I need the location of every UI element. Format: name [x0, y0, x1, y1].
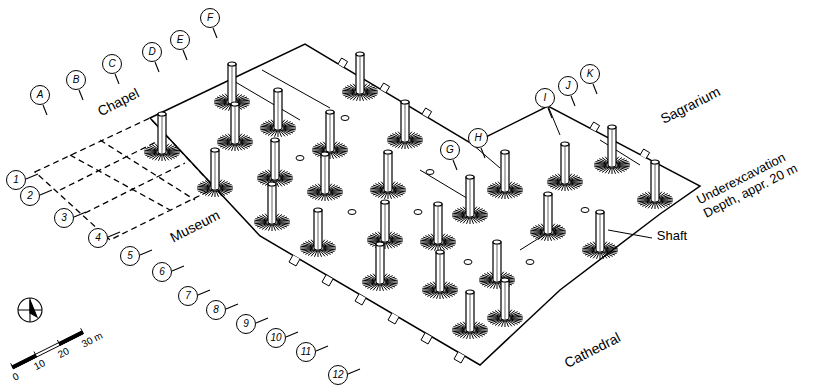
interior-walls: [232, 70, 640, 250]
shaft-symbol: [370, 150, 406, 199]
shaft-symbol: [594, 125, 630, 174]
bubble-text: J: [566, 81, 571, 91]
shaft-symbol: [300, 208, 336, 257]
shaft-symbol: [530, 192, 566, 241]
shaft-symbol: [452, 290, 488, 339]
grid-bubble: I: [535, 88, 555, 108]
area-label: Sagrarium: [657, 83, 724, 128]
grid-bubble: F: [200, 8, 220, 28]
shaft-leader: [608, 230, 652, 238]
shaft-symbol: [547, 142, 583, 191]
shaft-symbol: [422, 250, 458, 299]
shaft-symbol: [260, 88, 296, 137]
bubble-text: 11: [301, 347, 311, 357]
shaft-symbol: [254, 182, 290, 231]
bubble-tails: [26, 28, 597, 374]
depth-note: Underexcavation Depth, appr. 20 m: [693, 142, 811, 222]
bubble-text: B: [73, 75, 80, 85]
grid-bubble: 11: [296, 342, 316, 362]
grid-bubble: 2: [20, 186, 40, 206]
shaft-symbol: [479, 240, 515, 289]
shaft-symbol: [582, 210, 618, 259]
grid-bubble: C: [102, 54, 122, 74]
grid-bubble: 9: [236, 314, 256, 334]
shaft-symbol: [257, 138, 293, 187]
buttresses: [289, 58, 650, 363]
bubble-text: 12: [332, 370, 343, 380]
bubble-text: F: [207, 13, 213, 23]
bubble-text: K: [587, 69, 594, 79]
shaft-symbol: [387, 100, 423, 149]
shaft-symbol: [487, 150, 523, 199]
grid-bubble: G: [440, 140, 460, 160]
grid-bubble: A: [30, 85, 50, 105]
grid-bubble: 4: [88, 228, 108, 248]
shaft-symbol: [362, 242, 398, 291]
bubble-text: 9: [243, 319, 249, 329]
shaft-symbol: [312, 110, 348, 159]
grid-bubble: 5: [120, 246, 140, 266]
shafts: [144, 52, 673, 339]
shaft-symbol: [342, 52, 378, 101]
north-arrow: [18, 298, 42, 322]
bubble-text: 2: [27, 191, 33, 201]
bubble-text: E: [177, 35, 184, 45]
shaft-symbol: [144, 112, 180, 161]
scale-bar: [11, 328, 84, 368]
scale-number: 10: [32, 357, 49, 373]
shaft-symbol: [217, 102, 253, 151]
cathedral-outline: [150, 44, 700, 365]
shaft-symbol: [197, 148, 233, 197]
grid-bubble: B: [66, 70, 86, 90]
shaft-symbol: [452, 175, 488, 224]
shaft-symbol: [487, 278, 523, 327]
area-label: Chapel: [94, 84, 143, 119]
bubble-text: 5: [127, 251, 133, 261]
callout-label: Shaft: [656, 229, 688, 244]
bubble-text: D: [148, 47, 155, 57]
bubble-text: 8: [213, 305, 219, 315]
bubble-text: 10: [270, 333, 281, 343]
bubble-text: 7: [185, 291, 191, 301]
grid-bubble: 7: [178, 286, 198, 306]
scale-number: 0: [10, 370, 22, 384]
shaft-symbol: [637, 160, 673, 209]
bubble-text: G: [446, 145, 454, 155]
scale-number: 20: [56, 345, 73, 361]
area-label: Museum: [167, 206, 224, 246]
bubble-text: 6: [159, 267, 165, 277]
bubble-text: H: [474, 133, 481, 143]
pillars: [296, 116, 589, 265]
grid-bubble: E: [170, 30, 190, 50]
bubble-text: 1: [13, 175, 19, 185]
bubble-text: A: [37, 90, 44, 100]
grid-bubble: 10: [266, 328, 286, 348]
bubble-text: I: [544, 93, 547, 103]
shaft-symbol: [420, 202, 456, 251]
grid-bubble: 8: [206, 300, 226, 320]
grid-bubble: H: [468, 128, 488, 148]
grid-bubble: D: [142, 42, 162, 62]
shaft-symbol: [367, 200, 403, 249]
grid-bubble: 12: [328, 365, 348, 385]
grid-bubble: 3: [54, 208, 74, 228]
shaft-symbol: [307, 152, 343, 201]
grid-bubble: J: [558, 76, 578, 96]
bubble-text: 4: [95, 233, 101, 243]
area-label: Cathedral: [560, 329, 623, 372]
bubble-text: C: [108, 59, 115, 69]
bubble-text: 3: [61, 213, 67, 223]
grid-bubble: 6: [152, 262, 172, 282]
grid-bubble: K: [580, 64, 600, 84]
